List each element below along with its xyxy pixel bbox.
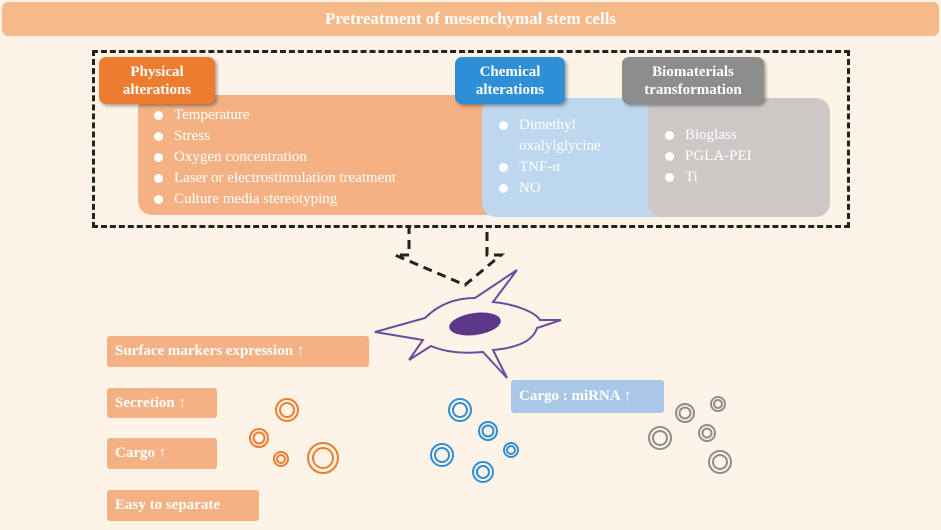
physical-panel <box>138 95 510 215</box>
page-title-banner: Pretreatment of mesenchymal stem cells <box>2 2 939 36</box>
downward-arrow-icon <box>395 225 506 287</box>
vesicle-icon <box>275 398 299 422</box>
biomaterials-list: Bioglass PGLA-PEI Ti <box>663 125 752 188</box>
vesicle-icon <box>448 398 472 422</box>
page-title: Pretreatment of mesenchymal stem cells <box>324 9 617 28</box>
secretion-label: Secretion ↑ <box>107 388 217 418</box>
vesicle-icon <box>675 403 695 423</box>
chemical-list: Dimethyl oxalylglycine TNF-α NO <box>497 115 601 199</box>
biomaterials-panel <box>648 98 830 217</box>
surface-markers-label: Surface markers expression ↑ <box>107 336 369 367</box>
cargo-label: Cargo ↑ <box>107 438 217 469</box>
pretreatment-frame <box>92 50 850 228</box>
list-item: PGLA-PEI <box>663 146 752 167</box>
vesicle-icon <box>710 396 726 412</box>
chemical-alterations-tag: Chemical alterations <box>455 57 565 104</box>
surface-markers-text: Surface markers expression ↑ <box>115 343 305 359</box>
vesicle-icon <box>648 426 672 450</box>
vesicle-icon <box>503 442 519 458</box>
cargo-text: Cargo ↑ <box>115 445 167 461</box>
secretion-text: Secretion ↑ <box>115 394 186 411</box>
vesicle-icon <box>273 451 289 467</box>
vesicle-icon <box>249 428 269 448</box>
vesicle-icon <box>430 443 454 467</box>
vesicle-icon <box>478 421 498 441</box>
physical-alterations-tag: Physical alterations <box>99 57 215 104</box>
vesicle-icon <box>472 461 494 483</box>
vesicle-icon <box>307 442 339 474</box>
vesicle-icon <box>708 450 732 474</box>
biomaterials-transformation-tag: Biomaterials transformation <box>622 57 764 104</box>
list-item: Bioglass <box>663 125 752 146</box>
vesicle-icon <box>698 424 716 442</box>
list-item: Oxygen concentration <box>152 147 396 168</box>
cargo-mirna-label: Cargo : miRNA ↑ <box>511 380 664 413</box>
list-item: Ti <box>663 167 752 188</box>
list-item: Stress <box>152 126 396 147</box>
list-item: Culture media stereotyping <box>152 189 396 210</box>
cargo-mirna-text: Cargo : miRNA ↑ <box>519 388 632 404</box>
nucleus-icon <box>449 312 501 336</box>
list-item: TNF-α <box>497 157 601 178</box>
list-item: NO <box>497 178 601 199</box>
list-item: Laser or electrostimulation treatment <box>152 168 396 189</box>
stem-cell-icon <box>374 269 562 379</box>
easy-to-separate-text: Easy to separate <box>115 497 220 513</box>
physical-list: Temperature Stress Oxygen concentration … <box>152 105 396 210</box>
list-item: Dimethyl oxalylglycine <box>497 115 601 157</box>
list-item: Temperature <box>152 105 396 126</box>
easy-to-separate-label: Easy to separate <box>107 490 259 521</box>
